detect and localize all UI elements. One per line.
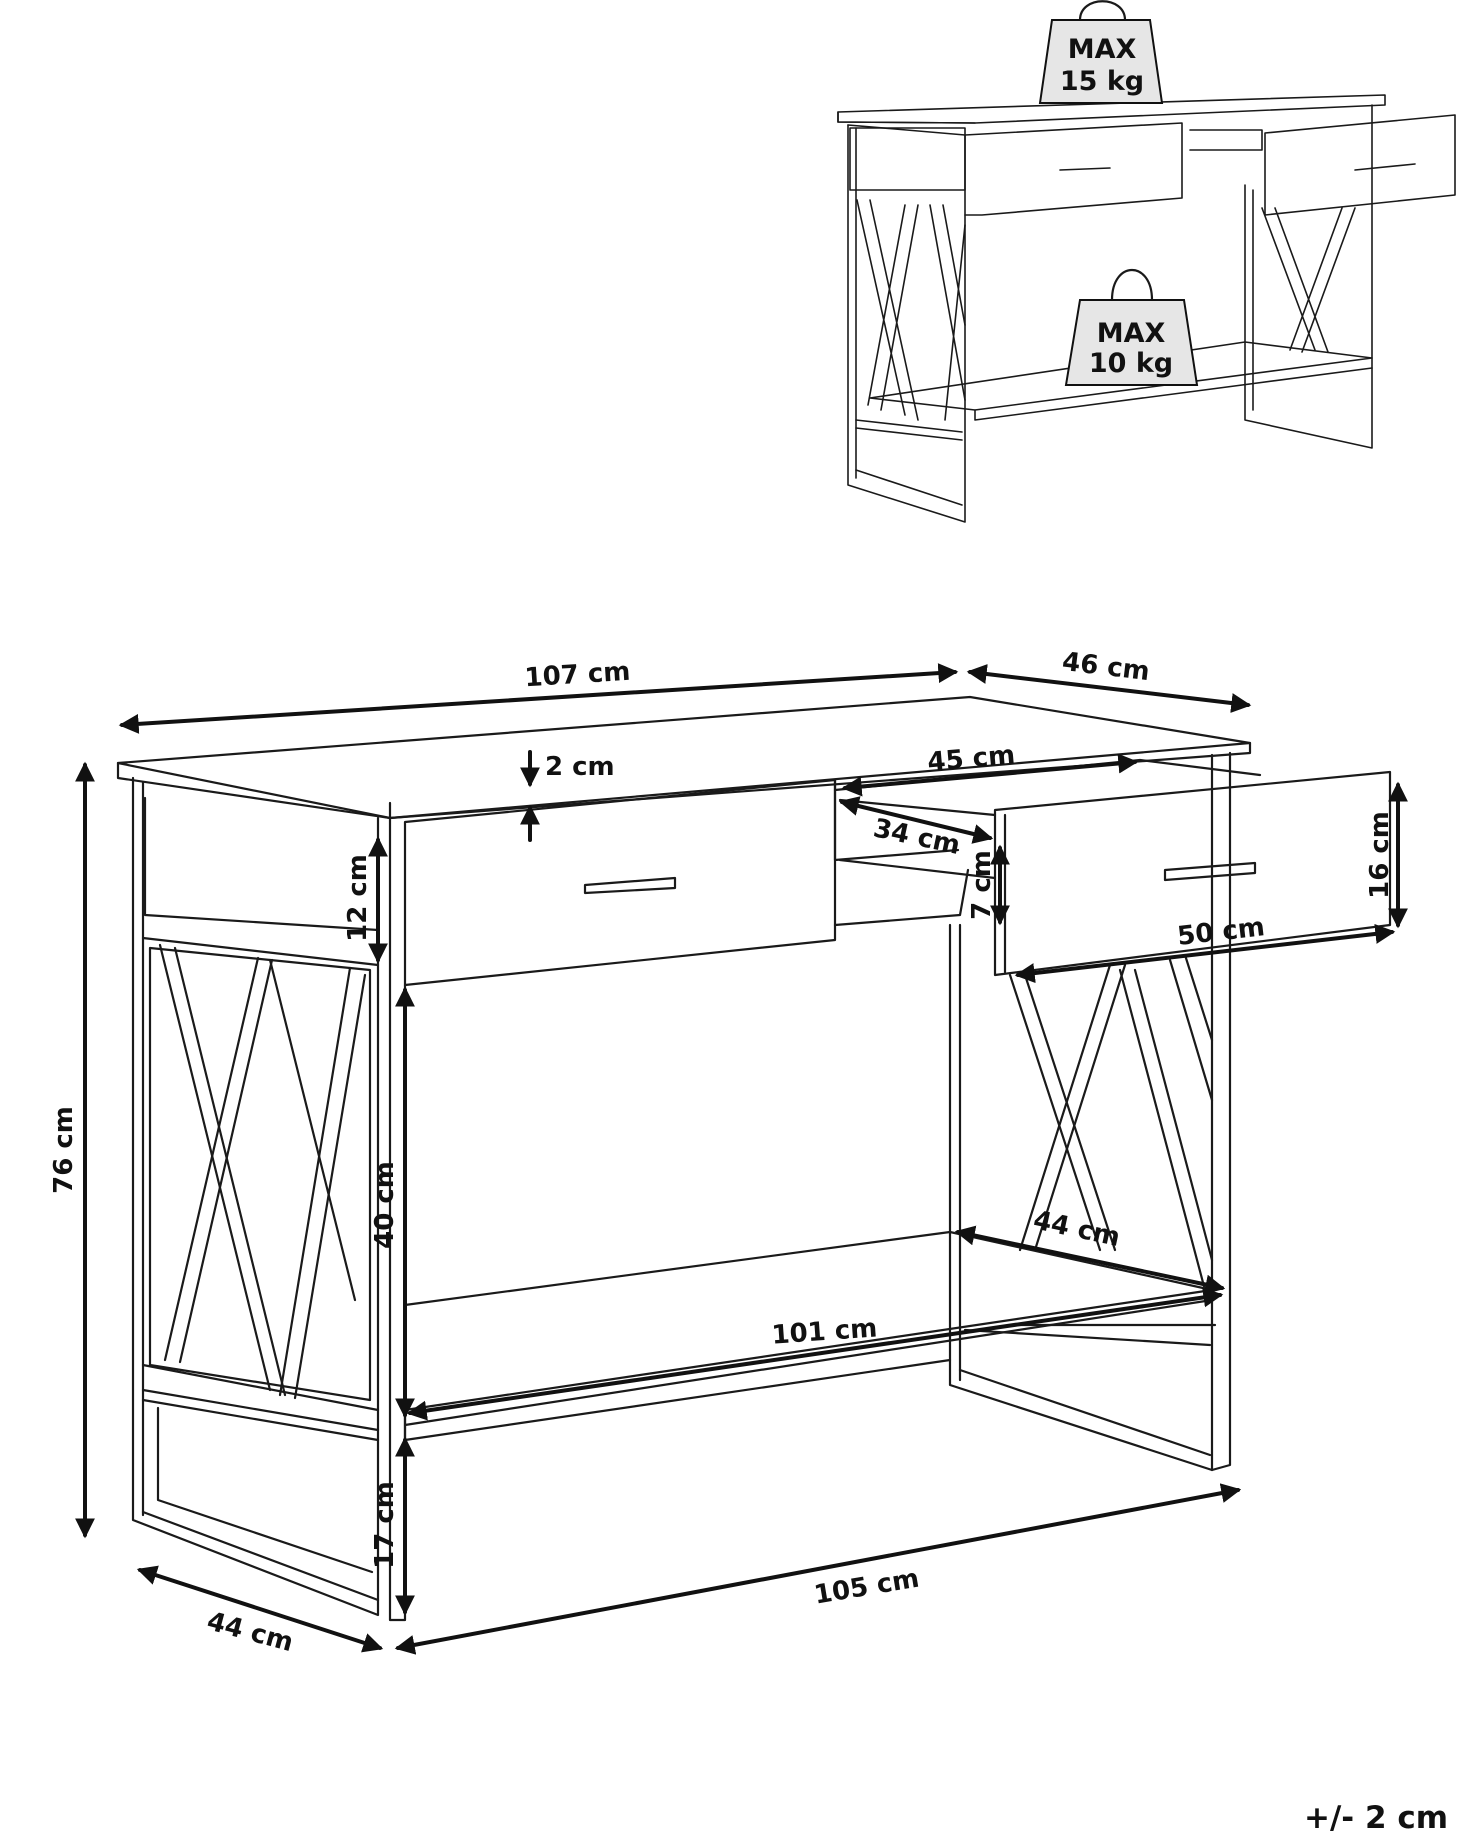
dim-base-width: 105 cm [812,1564,921,1611]
dim-depth-top: 46 cm [1061,647,1152,687]
dim-shelf-clearance: 40 cm [370,1161,400,1249]
tolerance-note: +/- 2 cm [1304,1800,1448,1836]
dim-top-thickness: 2 cm [545,752,615,782]
top-weight-line2: 15 kg [1060,66,1144,97]
dim-shelf-depth: 44 cm [1031,1205,1123,1253]
dim-drawer-height: 16 cm [1365,811,1395,899]
dim-apron-height: 12 cm [343,854,373,942]
shelf-weight-line2: 10 kg [1089,348,1173,379]
dim-total-height: 76 cm [49,1106,79,1194]
dim-base-depth: 44 cm [204,1606,297,1658]
small-perspective-view: MAX 15 kg MAX 10 kg [837,0,1456,523]
dim-width-top: 107 cm [524,657,632,694]
shelf-weight-line1: MAX [1097,318,1166,349]
dim-floor-clearance: 17 cm [370,1481,400,1569]
dim-drawer-inner-height: 7 cm [967,850,997,920]
top-weight-line1: MAX [1068,34,1137,65]
main-view: 107 cm 46 cm 2 cm 45 cm 34 cm 7 cm 16 cm… [49,647,1408,1658]
dim-shelf-width: 101 cm [771,1313,879,1350]
dim-drawer-width: 50 cm [1176,912,1267,952]
